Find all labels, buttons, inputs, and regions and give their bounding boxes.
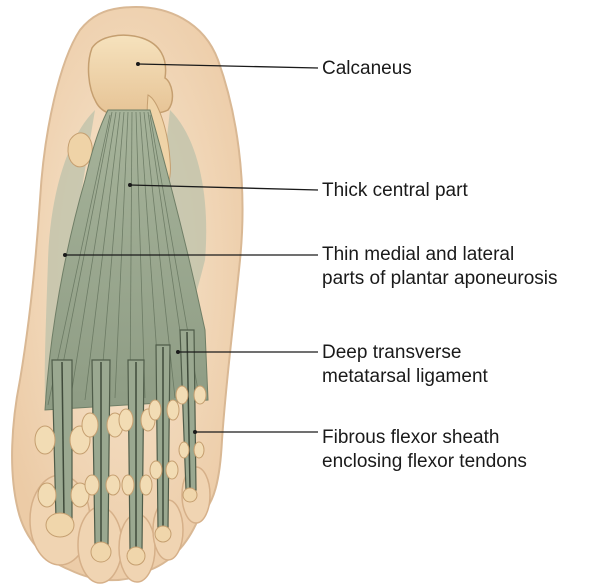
medial-bone-edge	[68, 133, 92, 167]
label-thick-central-part: Thick central part	[322, 179, 468, 203]
label-fibrous-flexor-sheath: Fibrous flexor sheath enclosing flexor t…	[322, 426, 527, 474]
label-deep-transverse-line1: Deep transverse	[322, 341, 488, 365]
label-fibrous-flexor-line1: Fibrous flexor sheath	[322, 426, 527, 450]
label-thick-central-part-line1: Thick central part	[322, 179, 468, 203]
label-deep-transverse-line2: metatarsal ligament	[322, 365, 488, 389]
label-thin-medial-lateral-line2: parts of plantar aponeurosis	[322, 267, 558, 291]
label-thin-medial-lateral: Thin medial and lateral parts of plantar…	[322, 243, 558, 291]
label-deep-transverse-ligament: Deep transverse metatarsal ligament	[322, 341, 488, 389]
label-thin-medial-lateral-line1: Thin medial and lateral	[322, 243, 558, 267]
label-calcaneus-line1: Calcaneus	[322, 57, 412, 81]
label-calcaneus: Calcaneus	[322, 57, 412, 81]
label-fibrous-flexor-line2: enclosing flexor tendons	[322, 450, 527, 474]
